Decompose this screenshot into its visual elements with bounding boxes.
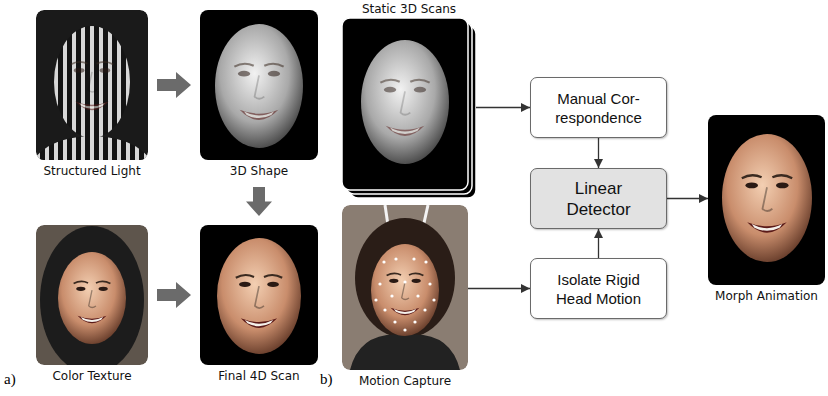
structured-light-photo-part xyxy=(54,26,130,138)
box-label: Linear Detector xyxy=(554,178,644,220)
motion-capture-photo-part-part xyxy=(383,308,386,311)
panel-caption: Structured Light xyxy=(43,164,140,178)
motion-capture-photo-part xyxy=(355,218,455,338)
panel-caption: Static 3D Scans xyxy=(362,2,456,16)
motion-capture-photo-part-part xyxy=(382,260,385,263)
structured-light-photo-part xyxy=(36,136,148,160)
panel-caption: Motion Capture xyxy=(359,374,451,388)
image-panel: Final 4D Scan xyxy=(200,225,318,365)
shape-render-part xyxy=(200,10,318,160)
motion-capture-photo-part xyxy=(371,244,439,336)
image-panel: Color Texture xyxy=(36,225,148,365)
panel-caption: Morph Animation xyxy=(715,289,818,303)
scan-stack-part xyxy=(361,40,449,164)
structured-light-photo xyxy=(36,10,148,160)
motion-capture-photo-part xyxy=(387,273,424,315)
final-scan-render-part xyxy=(217,238,301,354)
final-scan-render-part xyxy=(236,275,282,328)
box-label: Isolate Rigid Head Motion xyxy=(541,270,656,308)
image-panel: Morph Animation xyxy=(708,115,825,285)
morph-render-part xyxy=(722,134,812,262)
connector-arrow xyxy=(476,107,530,108)
motion-capture-photo-part-part xyxy=(378,282,381,285)
panel-caption: 3D Shape xyxy=(230,164,288,178)
scan-stack xyxy=(342,18,476,198)
motion-capture-photo-part xyxy=(342,205,468,370)
panel-caption: Color Texture xyxy=(52,369,131,383)
color-texture-photo xyxy=(36,225,148,365)
motion-capture-photo-part xyxy=(374,257,435,331)
connector-arrow xyxy=(667,198,708,199)
structured-light-photo-part xyxy=(36,10,148,160)
final-scan-render xyxy=(200,225,318,365)
shape-render-part xyxy=(215,24,303,148)
box-label: Manual Cor- respondence xyxy=(541,89,656,127)
connector-arrow xyxy=(598,229,599,258)
motion-capture-photo-part-part xyxy=(403,328,406,331)
motion-capture-photo-part xyxy=(350,334,460,370)
image-panel: Motion Capture xyxy=(342,205,468,370)
morph-render-part xyxy=(708,115,825,285)
connector-arrow xyxy=(598,138,599,168)
motion-capture-photo-part-part xyxy=(423,308,426,311)
motion-capture-photo-part-part xyxy=(394,257,397,260)
part-label: a) xyxy=(4,371,16,388)
image-panel: Static 3D Scans xyxy=(342,18,476,198)
process-box: Manual Cor- respondence xyxy=(530,77,667,138)
motion-capture-photo-part-part xyxy=(390,294,393,297)
image-panel: Structured Light xyxy=(36,10,148,160)
structured-light-photo-part xyxy=(71,62,113,110)
color-texture-photo-part xyxy=(74,281,111,323)
motion-capture-photo-part-part xyxy=(428,282,431,285)
motion-capture-photo-part-part xyxy=(416,294,419,297)
image-panel: 3D Shape xyxy=(200,10,318,160)
part-label: b) xyxy=(320,371,333,388)
process-box: Linear Detector xyxy=(530,168,667,229)
morph-render xyxy=(708,115,825,285)
motion-capture-photo-part-part xyxy=(413,320,416,323)
motion-capture-photo-part-part xyxy=(393,320,396,323)
shape-render-part xyxy=(234,64,283,120)
color-texture-photo-part xyxy=(58,252,126,344)
motion-capture-photo-part-part xyxy=(412,257,415,260)
color-texture-photo-part xyxy=(40,226,144,365)
scan-stack-part xyxy=(380,80,429,136)
connector-arrow xyxy=(468,288,530,289)
motion-capture-photo xyxy=(342,205,468,370)
block-arrow xyxy=(157,282,191,308)
motion-capture-photo-part-part xyxy=(432,298,435,301)
scan-stack-part xyxy=(342,18,468,190)
panel-caption: Final 4D Scan xyxy=(218,369,299,383)
final-scan-render-part xyxy=(200,225,318,365)
motion-capture-photo-part-part xyxy=(403,280,406,283)
motion-capture-photo-part-part xyxy=(424,260,427,263)
block-arrow xyxy=(246,187,272,216)
motion-capture-photo-part-part xyxy=(374,298,377,301)
process-box: Isolate Rigid Head Motion xyxy=(530,258,667,319)
block-arrow xyxy=(157,72,191,98)
shape-render xyxy=(200,10,318,160)
morph-render-part xyxy=(742,175,792,232)
